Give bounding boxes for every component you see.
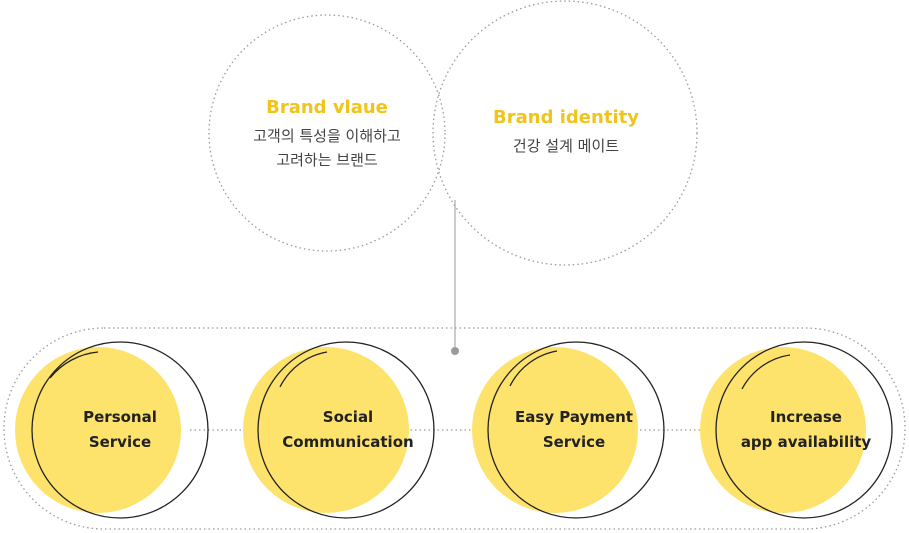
- service-label-line2: Communication: [282, 433, 414, 451]
- brand-identity-title: Brand identity: [493, 107, 639, 128]
- brand-value-block: Brand vlaue 고객의 특성을 이해하고 고려하는 브랜드: [227, 97, 427, 172]
- brand-value-title: Brand vlaue: [266, 97, 388, 118]
- service-label-social: Social Communication: [268, 405, 428, 455]
- brand-value-desc-line1: 고객의 특성을 이해하고: [253, 127, 401, 145]
- connector-dot: [451, 347, 459, 355]
- service-label-line2: Service: [88, 433, 152, 451]
- service-label-line1: Easy Payment: [515, 408, 633, 426]
- service-label-line1: Increase: [770, 408, 842, 426]
- service-node-personal: [15, 341, 209, 519]
- service-label-payment: Easy Payment Service: [494, 405, 654, 455]
- brand-identity-desc: 건강 설계 메이트: [512, 137, 620, 155]
- service-node-social: [243, 341, 435, 519]
- service-label-line1: Social: [322, 408, 374, 426]
- brand-identity-block: Brand identity 건강 설계 메이트: [466, 107, 666, 158]
- service-label-personal: Personal Service: [40, 405, 200, 455]
- brand-value-desc-line2: 고려하는 브랜드: [276, 151, 378, 169]
- brand-identity-circle: [432, 0, 698, 266]
- service-node-availability: [700, 341, 893, 519]
- brand-value-circle: [208, 14, 446, 252]
- service-label-line2: app availability: [740, 433, 872, 451]
- service-label-line1: Personal: [83, 408, 157, 426]
- service-label-line2: Service: [542, 433, 606, 451]
- service-node-payment: [472, 341, 665, 519]
- service-label-availability: Increase app availability: [726, 405, 886, 455]
